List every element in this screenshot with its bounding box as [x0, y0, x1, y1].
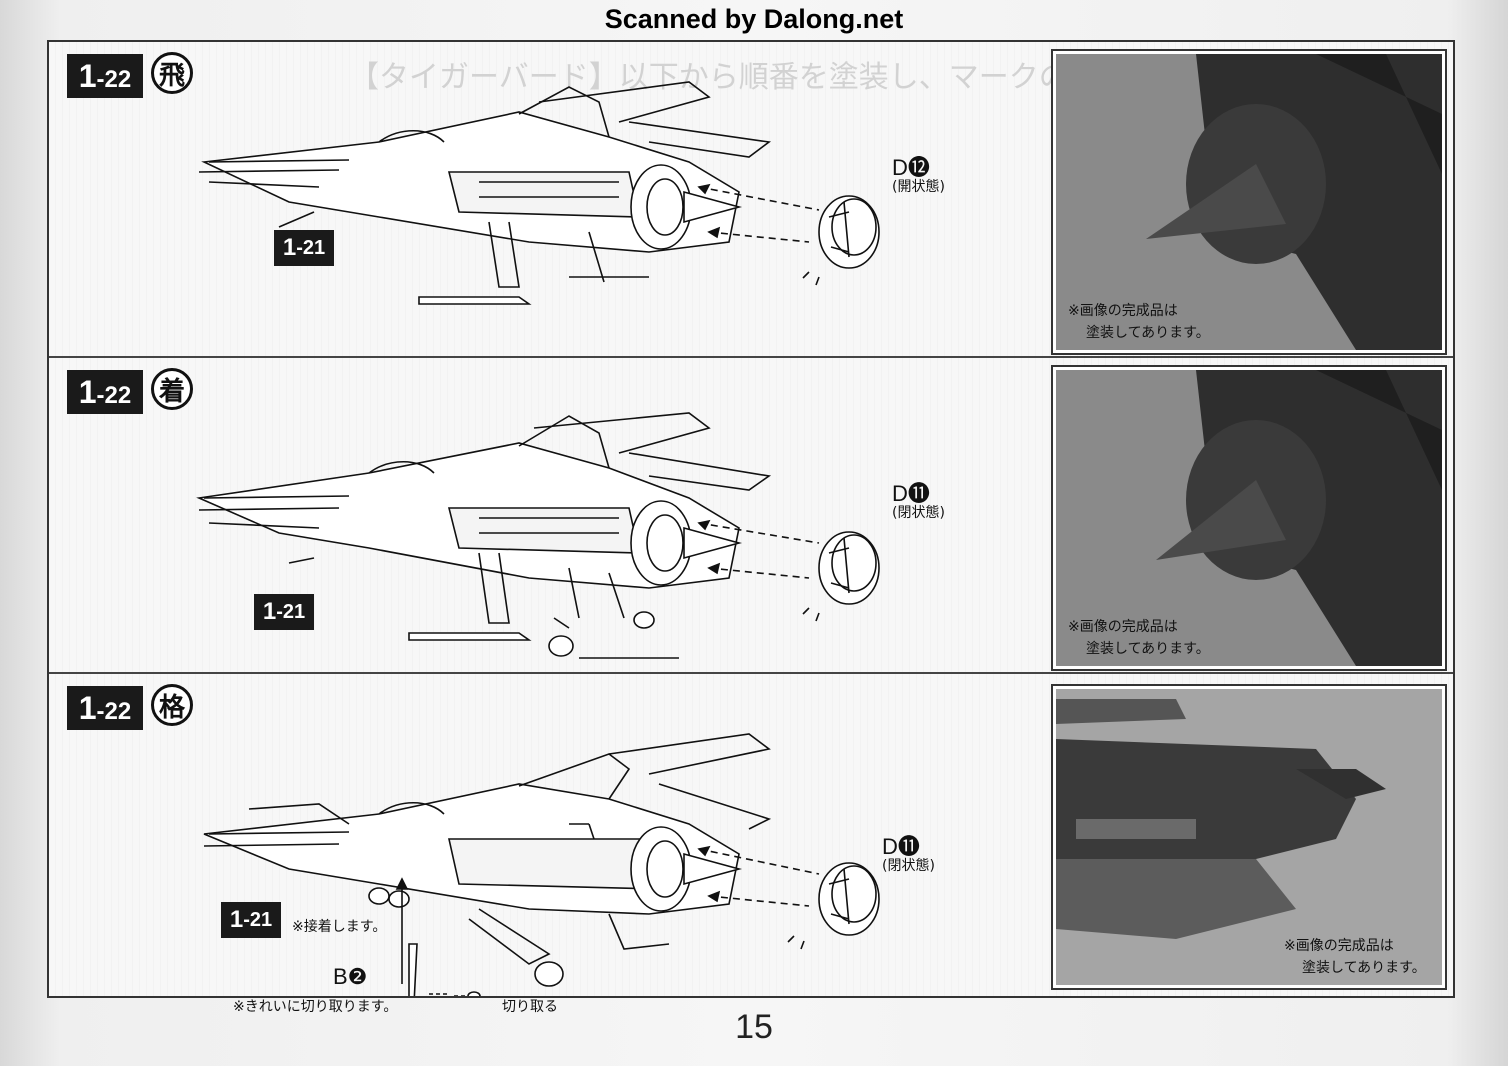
part-state: (閉状態) [892, 505, 945, 521]
reference-step-badge: 1-21 [254, 594, 314, 630]
step-number-badge: 1-22 [67, 370, 143, 414]
step-row-combat: 1-22 格 [49, 674, 1453, 1015]
sub-part-label: B❷ [333, 964, 368, 989]
instruction-frame: 【タイガーバード】以下から順番を塗装し、マークの部分を組み立て 1-22 飛 [47, 40, 1455, 1015]
finished-photo-land: ※画像の完成品は 塗装してあります。 [1051, 365, 1447, 671]
finished-photo-combat: ※画像の完成品は 塗装してあります。 [1051, 684, 1447, 990]
step-row-fly: 【タイガーバード】以下から順番を塗装し、マークの部分を組み立て 1-22 飛 [49, 42, 1453, 358]
mode-icon-combat: 格 [151, 684, 193, 726]
step-row-land: 1-22 着 [49, 358, 1453, 674]
page-number: 15 [735, 1008, 773, 1046]
cut-cleanly-note: ※きれいに切り取ります。 [233, 999, 398, 1015]
glue-note: ※接着します。 [292, 919, 387, 935]
reference-step-badge: 1-21 [221, 902, 281, 938]
mode-icon-fly: 飛 [151, 52, 193, 94]
part-label: D⓬ [892, 155, 930, 180]
finished-photo-fly: ※画像の完成品は 塗装してあります。 [1051, 49, 1447, 355]
photo-caption: ※画像の完成品は 塗装してあります。 [1068, 303, 1210, 341]
part-state: (開状態) [892, 179, 945, 195]
cut-label: 切り取る [502, 999, 558, 1015]
ship-diagram-land [196, 412, 880, 659]
step-number-badge: 1-22 [67, 686, 143, 730]
reference-step-badge: 1-21 [274, 230, 334, 266]
photo-caption: ※画像の完成品は 塗装してあります。 [1068, 619, 1210, 657]
ship-diagram-combat [203, 733, 880, 996]
ship-diagram-fly [198, 81, 880, 305]
step-number-badge: 1-22 [67, 54, 143, 98]
part-label: D⓫ [892, 481, 930, 506]
watermark: Scanned by Dalong.net [604, 4, 904, 34]
part-state: (閉状態) [882, 858, 935, 874]
mode-icon-land: 着 [151, 368, 193, 410]
photo-caption: ※画像の完成品は 塗装してあります。 [1284, 938, 1426, 976]
part-label: D⓫ [882, 834, 920, 859]
